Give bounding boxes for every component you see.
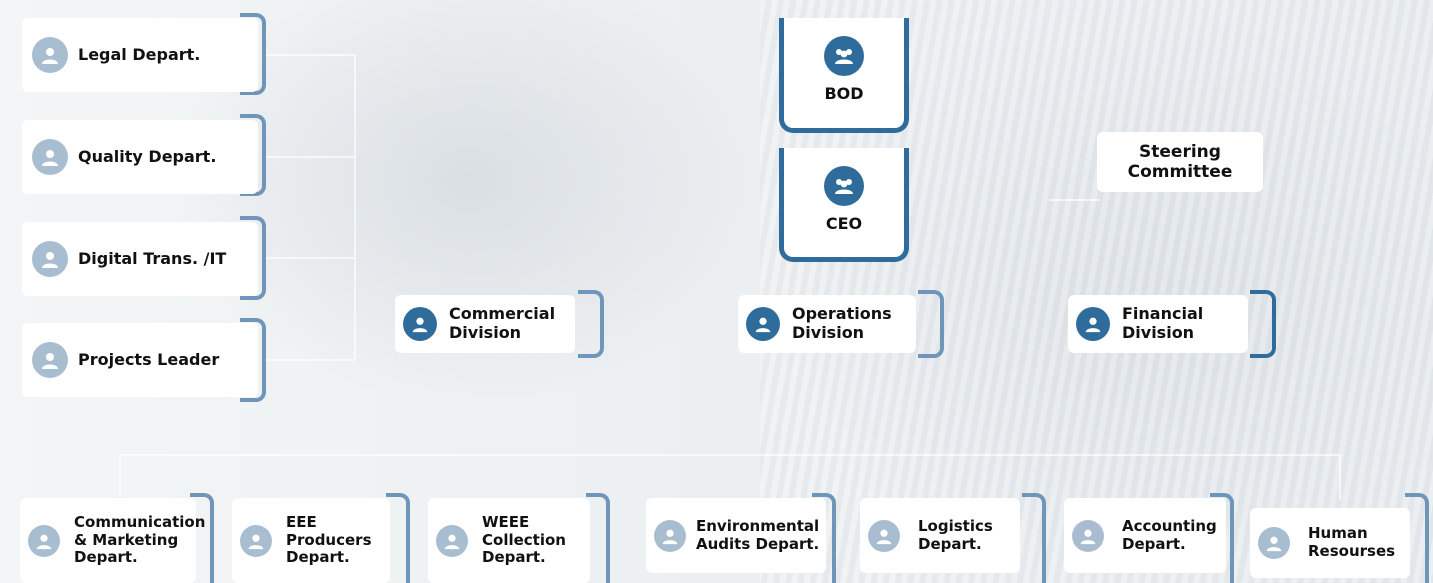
division-label: Commercial Division bbox=[449, 304, 556, 342]
bracket bbox=[1210, 493, 1234, 583]
node-body: Legal Depart. bbox=[22, 18, 258, 92]
staff-label: Digital Trans. /IT bbox=[78, 248, 227, 268]
person-icon bbox=[746, 307, 780, 341]
bracket bbox=[240, 114, 266, 196]
person-icon bbox=[868, 519, 900, 552]
bracket bbox=[386, 493, 410, 583]
bracket bbox=[240, 13, 266, 95]
person-icon bbox=[654, 519, 686, 552]
person-icon bbox=[240, 524, 272, 557]
person-icon bbox=[32, 37, 68, 73]
person-icon bbox=[28, 524, 60, 557]
person-icon bbox=[32, 139, 68, 175]
bod-label: BOD bbox=[824, 84, 864, 103]
staff-label: Projects Leader bbox=[78, 349, 220, 369]
ceo-label: CEO bbox=[825, 214, 863, 233]
group-icon bbox=[824, 166, 864, 206]
department-label: Accounting Depart. bbox=[1122, 516, 1217, 553]
group-icon bbox=[824, 36, 864, 76]
person-icon bbox=[32, 241, 68, 277]
ceo-box[interactable]: CEO bbox=[779, 148, 909, 262]
bracket bbox=[918, 290, 944, 358]
staff-label: Quality Depart. bbox=[78, 146, 217, 166]
person-icon bbox=[32, 342, 68, 378]
node-body: Projects Leader bbox=[22, 323, 258, 397]
bracket bbox=[240, 318, 266, 402]
steering-committee-box[interactable]: Steering Committee bbox=[1097, 132, 1263, 192]
department-label: Logistics Depart. bbox=[918, 516, 993, 553]
node-body: Financial Division bbox=[1068, 295, 1248, 353]
node-body: Logistics Depart. bbox=[860, 498, 1020, 573]
node-body: Commercial Division bbox=[395, 295, 575, 353]
department-label: Human Resourses bbox=[1308, 524, 1396, 560]
department-label: Environmental Audits Depart. bbox=[696, 516, 820, 553]
node-body: Human Resourses bbox=[1250, 508, 1410, 578]
bod-box[interactable]: BOD bbox=[779, 18, 909, 133]
division-label: Financial Division bbox=[1122, 304, 1204, 342]
division-label: Operations Division bbox=[792, 304, 892, 342]
node-body: Communication & Marketing Depart. bbox=[20, 498, 205, 583]
node-body: WEEE Collection Depart. bbox=[428, 498, 590, 583]
node-body: EEE Producers Depart. bbox=[232, 498, 390, 583]
node-body: Digital Trans. /IT bbox=[22, 222, 258, 296]
bracket bbox=[1250, 290, 1276, 358]
person-icon bbox=[403, 307, 437, 341]
department-label: WEEE Collection Depart. bbox=[482, 512, 566, 567]
person-icon bbox=[436, 524, 468, 557]
bracket bbox=[586, 493, 610, 583]
person-icon bbox=[1072, 519, 1104, 552]
node-body: Environmental Audits Depart. bbox=[646, 498, 826, 573]
person-icon bbox=[1076, 307, 1110, 341]
bracket bbox=[812, 493, 836, 583]
staff-label: Legal Depart. bbox=[78, 44, 201, 64]
steering-committee-label: Steering Committee bbox=[1127, 141, 1233, 182]
bracket bbox=[1405, 493, 1429, 583]
node-body: Operations Division bbox=[738, 295, 916, 353]
department-label: EEE Producers Depart. bbox=[286, 512, 372, 567]
node-body: Accounting Depart. bbox=[1064, 498, 1226, 573]
bracket bbox=[1022, 493, 1046, 583]
person-icon bbox=[1258, 527, 1290, 559]
bracket bbox=[190, 493, 214, 583]
node-body: Quality Depart. bbox=[22, 120, 258, 194]
bracket bbox=[578, 290, 604, 358]
bracket bbox=[240, 216, 266, 300]
department-label: Communication & Marketing Depart. bbox=[74, 512, 206, 567]
